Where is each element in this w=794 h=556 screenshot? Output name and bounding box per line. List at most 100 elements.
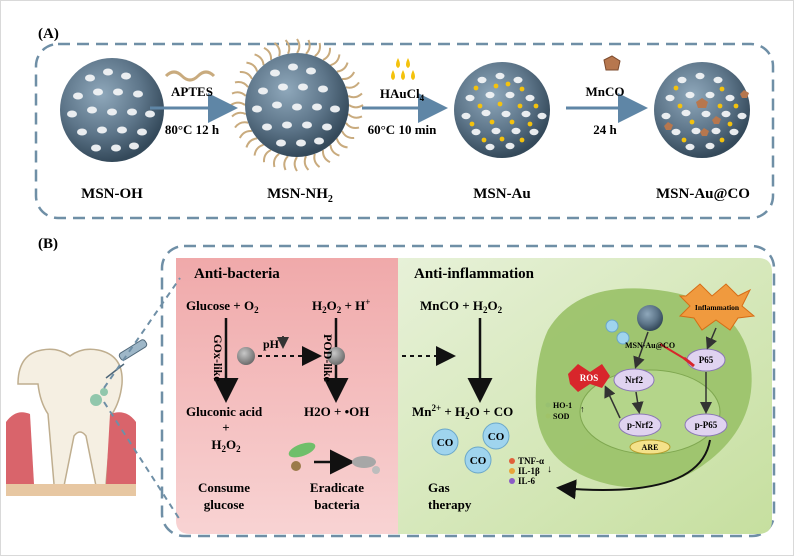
nh2-hair-strand xyxy=(239,70,253,80)
nh2-hair-strand xyxy=(254,53,265,66)
nh2-hair-strand xyxy=(263,46,273,61)
nh2-hair-strand xyxy=(303,155,310,171)
nh2-hair-strand xyxy=(253,143,264,156)
nanozyme-pod-icon xyxy=(327,347,345,365)
pod-like-label: POD-like xyxy=(321,334,335,383)
nh2-hair-strand xyxy=(238,129,253,139)
mnco-crystal-icon xyxy=(603,55,621,71)
mnco-h2o2-text: MnCO + H2O2 xyxy=(420,298,503,315)
particle-to-nrf2-arrow xyxy=(633,331,649,369)
nh2-hair-strand xyxy=(296,38,301,54)
p65-label: P65 xyxy=(699,355,714,365)
plus-text: + xyxy=(222,420,229,435)
gox-like-label: GOx-like xyxy=(211,334,225,382)
nh2-hair-strand xyxy=(231,91,247,97)
are-node xyxy=(629,439,671,455)
label-msn-au: MSN-Au xyxy=(473,186,531,202)
nh2-hair-strand xyxy=(234,80,249,88)
pp65-to-cytokines-arrow xyxy=(556,439,711,500)
step3-reagent: MnCO xyxy=(586,84,625,99)
markers-up-arrow: ↑ xyxy=(580,404,585,414)
msn-au-co-particle xyxy=(654,62,750,158)
inhibit-bar xyxy=(683,356,695,368)
il6-dot xyxy=(509,478,515,484)
nh2-hair-strand xyxy=(329,144,340,157)
nh2-hair-strand xyxy=(336,62,349,73)
glucose-o2-text: Glucose + O2 xyxy=(186,298,259,315)
gluconic-acid-text: Gluconic acid xyxy=(186,404,263,419)
tooth-illustration xyxy=(6,339,148,496)
nh2-hair-strand xyxy=(341,130,355,140)
bacteria-icon xyxy=(288,442,380,475)
label-msn-au-co: MSN-Au@CO xyxy=(656,186,750,202)
step2-condition: 60°C 10 min xyxy=(368,122,438,137)
inflammation-burst-icon xyxy=(678,283,756,331)
nh2-hair-strand xyxy=(313,153,321,168)
consume-line2: glucose xyxy=(204,497,245,512)
ph-label: pH xyxy=(263,337,280,351)
p-p65-node xyxy=(684,413,728,437)
nrf2-label: Nrf2 xyxy=(625,375,643,385)
panel-a-dashed-border xyxy=(34,42,775,220)
pnrf2-to-ros-arrow xyxy=(604,385,621,419)
cell-co-bubble-1 xyxy=(605,319,619,333)
h2o-oh-text: H2O + •OH xyxy=(304,404,369,419)
co-label-2: CO xyxy=(470,455,487,467)
products-text: Mn2+ + H2O + CO xyxy=(412,403,513,421)
nh2-hair-strand xyxy=(293,156,298,172)
nh2-hair-strand xyxy=(234,121,249,129)
nh2-hair-strand xyxy=(246,61,259,72)
p-nrf2-node xyxy=(618,413,662,437)
marker-tnf: TNF-α xyxy=(518,456,544,466)
h2o2-text: H2O2 xyxy=(211,437,241,454)
nh2-hair-strand xyxy=(322,47,332,61)
anti-inflammation-title: Anti-inflammation xyxy=(414,266,535,282)
marker-sod: SOD xyxy=(553,412,570,421)
nh2-hair-strand xyxy=(314,42,322,57)
co-label-1: CO xyxy=(437,437,454,449)
panel-b-label: (B) xyxy=(38,236,58,252)
marker-il1b: IL-1β xyxy=(518,466,540,476)
nh2-hair-strand xyxy=(341,71,356,81)
nh2-hair-strand xyxy=(321,149,331,164)
msn-au-particle xyxy=(454,62,550,158)
nh2-hair-strand xyxy=(230,101,246,106)
step2-reagent: HAuCl4 xyxy=(380,86,425,103)
co-bubble-3 xyxy=(482,422,510,450)
eradicate-line1: Eradicate xyxy=(310,480,364,495)
nh2-hair-strand xyxy=(305,39,311,55)
are-label: ARE xyxy=(642,443,659,452)
co-bubble-1 xyxy=(431,428,459,456)
nh2-hair-strand xyxy=(345,81,360,89)
nh2-hair-strand xyxy=(330,54,341,67)
label-msn-nh2: MSN-NH2 xyxy=(267,186,333,205)
nh2-hair-strand xyxy=(272,153,280,168)
gas-line1: Gas xyxy=(428,480,450,495)
step1-reagent: APTES xyxy=(171,84,213,99)
msn-oh-particle xyxy=(60,58,164,162)
ros-burst-icon xyxy=(568,364,610,392)
step3-condition: 24 h xyxy=(593,122,617,137)
nh2-hair-strand xyxy=(245,137,258,148)
nh2-hair-strand xyxy=(347,113,363,119)
eradicate-line2: bacteria xyxy=(314,497,360,512)
nrf2-node xyxy=(613,368,655,392)
panel-a-label: (A) xyxy=(38,26,59,42)
nanozyme-gox-icon xyxy=(237,347,255,365)
zoom-line-top xyxy=(103,277,181,389)
step1-condition: 80°C 12 h xyxy=(165,122,220,137)
inflammation-to-p65-arrow xyxy=(705,327,718,350)
marker-ho1: HO-1 xyxy=(553,401,572,410)
il1b-dot xyxy=(509,468,515,474)
gas-line2: therapy xyxy=(428,497,472,512)
panel-b-dashed-border xyxy=(160,244,776,538)
nh2-hair-strand xyxy=(231,111,247,118)
haucl4-droplets-icon xyxy=(391,58,415,80)
co-label-3: CO xyxy=(488,431,505,443)
cell-particle-label: MSN-Au@CO xyxy=(625,341,675,350)
anti-bacteria-title: Anti-bacteria xyxy=(194,266,280,282)
cell-nanoparticle-icon xyxy=(637,305,663,331)
nh2-hair-strand xyxy=(335,138,348,149)
inflammation-label: Inflammation xyxy=(695,303,740,312)
h2o2-h-text: H2O2 + H+ xyxy=(312,297,370,315)
